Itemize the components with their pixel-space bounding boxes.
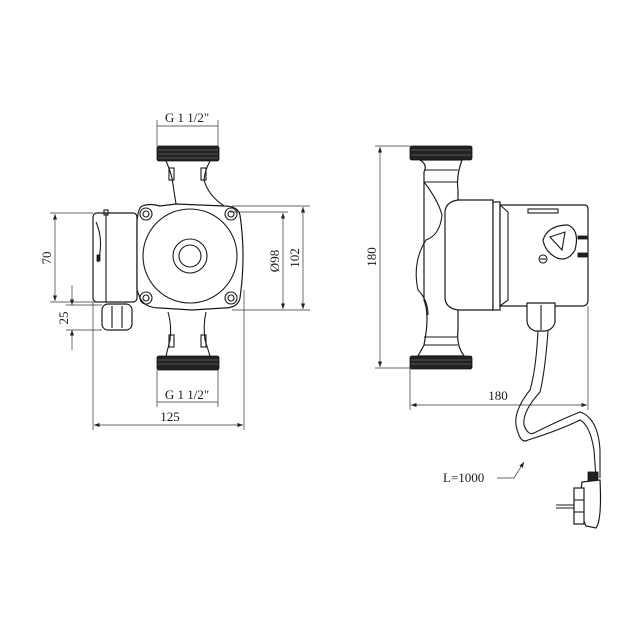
front-dimensions: G 1 1/2" G 1 1/2" 125 Ø98 102 70	[39, 110, 310, 430]
side-dimensions: 180 180 L=1000	[364, 145, 589, 485]
terminal-height-label: 70	[39, 252, 54, 265]
front-view: G 1 1/2" G 1 1/2" 125 Ø98 102 70	[39, 110, 310, 430]
speed-knob	[542, 224, 578, 260]
cable-box	[526, 302, 556, 332]
side-view: 180 180 L=1000	[364, 145, 602, 529]
top-thread	[156, 145, 220, 162]
bottom-thread	[156, 355, 220, 371]
cable-length-label: L=1000	[443, 470, 484, 485]
pump-housing	[136, 203, 244, 311]
width-label: 125	[160, 409, 180, 424]
side-bottom-thread	[409, 355, 473, 370]
terminal-box	[92, 209, 138, 331]
flange-height-label: 102	[287, 248, 302, 268]
power-cable	[515, 330, 602, 529]
side-top-thread	[409, 145, 473, 161]
thread-top-label: G 1 1/2"	[165, 110, 209, 125]
side-depth-label: 180	[488, 388, 508, 403]
side-height-label: 180	[364, 247, 379, 267]
motor-housing	[444, 199, 589, 311]
thread-bottom-label: G 1 1/2"	[165, 387, 209, 402]
diameter-label: Ø98	[267, 250, 282, 272]
connector-label: 25	[56, 312, 71, 325]
